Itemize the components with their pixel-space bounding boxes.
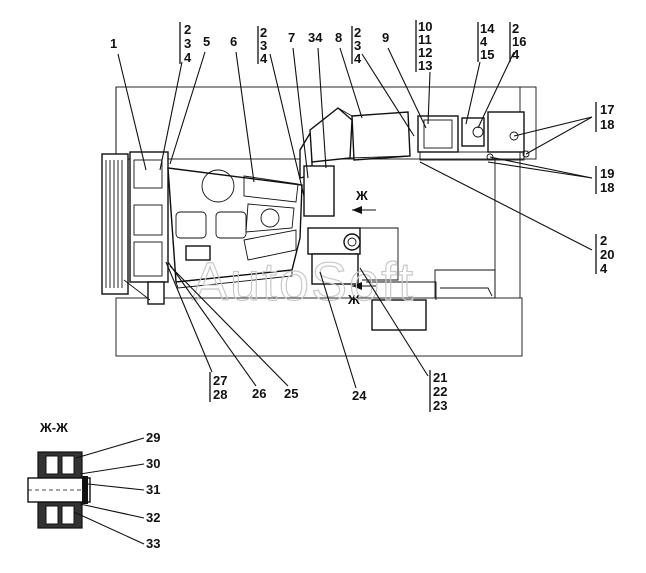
bushing-section — [27, 451, 91, 529]
section-mark-upper-label: Ж — [355, 188, 368, 203]
callout-8-label: 8 — [335, 30, 342, 45]
stack-item: 3 — [184, 36, 191, 51]
stack-item: 11 — [418, 32, 432, 47]
callout-29-label: 29 — [146, 430, 160, 445]
watermark-text: AutoSoft — [192, 252, 415, 312]
callout-34: 34 — [308, 30, 327, 169]
stack-item: 27 — [213, 373, 227, 388]
stack-item: 21 — [433, 370, 447, 385]
callout-stack-19-18: 19 18 — [487, 156, 614, 195]
stack-item: 4 — [260, 51, 268, 66]
callout-31-label: 31 — [146, 482, 160, 497]
callout-33-label: 33 — [146, 536, 160, 551]
callout-stack-17-18: 17 18 — [513, 102, 614, 155]
duct-assembly — [309, 107, 530, 163]
stack-item: 18 — [600, 117, 614, 132]
stack-item: 3 — [354, 38, 361, 53]
stack-item: 12 — [418, 45, 432, 60]
callout-stack-21-23: 21 22 23 — [359, 267, 447, 413]
callout-stack-2-3-4-right: 2 3 4 — [351, 25, 415, 137]
callout-1-label: 1 — [110, 36, 117, 51]
stack-item: 2 — [600, 233, 607, 248]
callout-8: 8 — [335, 30, 363, 119]
stack-item: 13 — [418, 58, 432, 73]
callout-25-label: 25 — [284, 386, 298, 401]
callout-stack-2-3-4-mid: 2 3 4 — [257, 25, 305, 197]
stack-item: 14 — [480, 21, 495, 36]
stack-item: 18 — [600, 180, 614, 195]
callout-9: 9 — [382, 30, 427, 129]
stack-item: 4 — [512, 47, 520, 62]
callout-24: 24 — [319, 271, 367, 403]
callout-31: 31 — [87, 482, 160, 497]
stack-item: 2 — [260, 25, 267, 40]
stack-item: 4 — [600, 261, 608, 276]
callout-stack-2-3-4-left: 2 3 4 — [159, 22, 192, 171]
callout-30-label: 30 — [146, 456, 160, 471]
callout-26-label: 26 — [252, 386, 266, 401]
callout-6: 6 — [230, 34, 255, 183]
callout-7: 7 — [288, 30, 309, 179]
cab-body — [167, 167, 303, 289]
section-mark-upper: Ж — [352, 188, 376, 214]
radiator-block — [101, 151, 169, 305]
callout-1: 1 — [110, 36, 147, 171]
stack-item: 17 — [600, 102, 614, 117]
section-mark-lower: Ж — [347, 282, 376, 307]
callout-24-label: 24 — [352, 388, 367, 403]
callout-5: 5 — [169, 34, 210, 165]
stack-item: 10 — [418, 19, 432, 34]
stack-item: 15 — [480, 47, 494, 62]
callout-32-label: 32 — [146, 510, 160, 525]
section-title: Ж-Ж — [39, 420, 68, 435]
stack-item: 16 — [512, 34, 526, 49]
callout-7-label: 7 — [288, 30, 295, 45]
stack-item: 20 — [600, 247, 614, 262]
callout-33: 33 — [73, 511, 160, 551]
stack-item: 2 — [184, 22, 191, 37]
stack-item: 4 — [480, 34, 488, 49]
callout-32: 32 — [79, 503, 160, 525]
stack-item: 4 — [354, 51, 362, 66]
section-view: Ж-Ж 29 30 31 32 33 — [27, 420, 160, 551]
section-mark-lower-label: Ж — [347, 292, 360, 307]
callout-26: 26 — [167, 261, 266, 401]
central-unit — [299, 127, 437, 331]
stack-item: 2 — [512, 21, 519, 36]
callout-30: 30 — [79, 456, 160, 475]
stack-item: 22 — [433, 384, 447, 399]
stack-item: 4 — [184, 50, 192, 65]
stack-item: 28 — [213, 387, 227, 402]
callout-34-label: 34 — [308, 30, 323, 45]
callout-9-label: 9 — [382, 30, 389, 45]
callout-29: 29 — [75, 430, 160, 459]
callout-25: 25 — [169, 265, 298, 401]
callout-stack-10-13: 10 11 12 13 — [415, 19, 432, 125]
stack-item: 23 — [433, 398, 447, 413]
stack-item: 3 — [260, 38, 267, 53]
callout-stack-2-16-4: 2 16 4 — [477, 21, 526, 129]
stack-item: 19 — [600, 166, 614, 181]
callout-6-label: 6 — [230, 34, 237, 49]
stack-item: 2 — [354, 25, 361, 40]
callout-5-label: 5 — [203, 34, 210, 49]
callout-stack-2-20-4: 2 20 4 — [419, 161, 614, 276]
callout-stack-14-4-15: 14 4 15 — [465, 21, 495, 125]
callout-stack-27-28: 27 28 — [165, 261, 227, 402]
